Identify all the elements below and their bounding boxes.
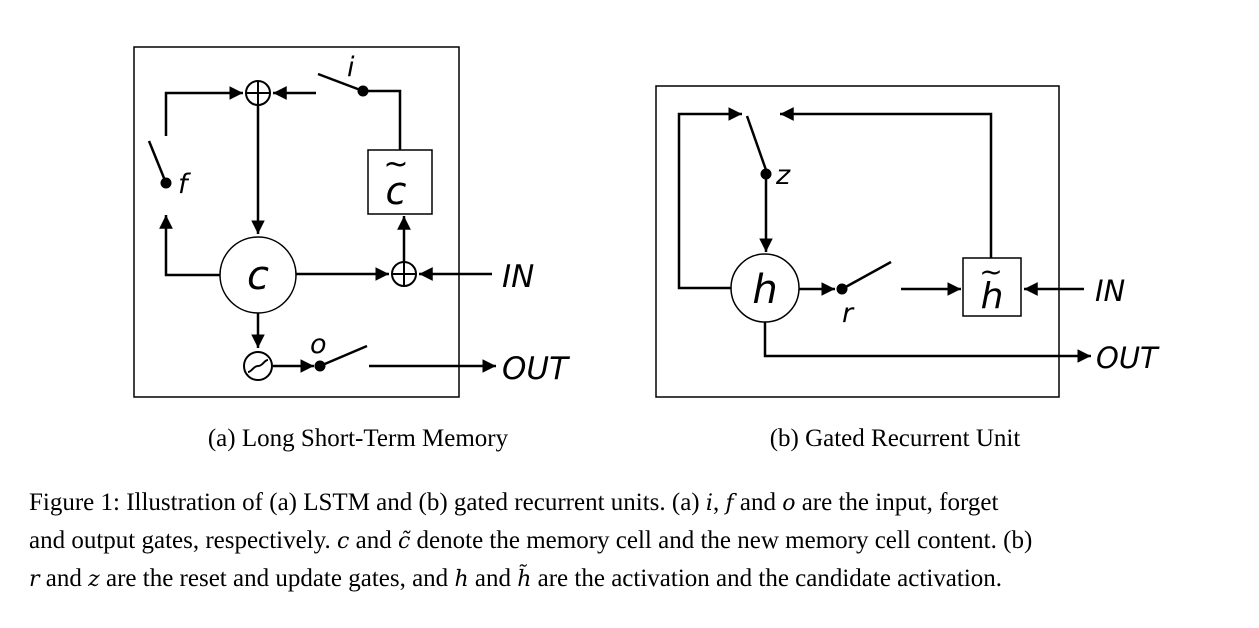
- new-memory-to-input-gate: [368, 89, 402, 150]
- update-gate-dot: [760, 168, 772, 180]
- caption-math: r: [29, 567, 40, 592]
- new-memory-box: [367, 149, 433, 215]
- caption-math: h: [454, 567, 469, 592]
- gru-output-label: OUT: [1096, 341, 1160, 375]
- gru-diagram: h h ~ z r IN OUT (b) Gated Recurrent Uni…: [655, 85, 1160, 452]
- caption-math: h̃: [517, 567, 532, 592]
- caption-math: o: [782, 491, 796, 516]
- lstm-subcaption: (a) Long Short-Term Memory: [208, 425, 509, 452]
- update-gate-label: z: [775, 160, 791, 191]
- figure-caption: Figure 1: Illustration of (a) LSTM and (…: [29, 484, 1229, 598]
- input-gate-label: i: [347, 52, 355, 83]
- caption-text: Figure 1: Illustration of (a) LSTM and (…: [29, 489, 706, 516]
- caption-line-3: r and z are the reset and update gates, …: [29, 560, 1229, 598]
- candidate-tilde: ~: [979, 255, 1002, 288]
- candidate-label: h: [981, 276, 1004, 317]
- output-gate-switch: [319, 344, 368, 368]
- gru-subcaption: (b) Gated Recurrent Unit: [770, 425, 1021, 452]
- candidate-loop: [780, 107, 993, 258]
- forget-sum-node: [245, 80, 271, 106]
- caption-math: z: [88, 567, 100, 592]
- update-gate-switch: [745, 115, 768, 171]
- lstm-input-label: IN: [502, 259, 534, 295]
- caption-text: denote the memory cell and the new memor…: [410, 527, 1033, 554]
- new-memory-tilde: ~: [383, 147, 408, 182]
- input-sum-node: [391, 261, 417, 287]
- caption-text: are the reset and update gates, and: [99, 565, 455, 592]
- caption-text: and output gates, respectively.: [29, 527, 338, 554]
- output-gate-label: o: [310, 329, 327, 360]
- previous-state-loop: [677, 107, 742, 290]
- gru-frame: [655, 85, 1060, 398]
- caption-math: c: [337, 529, 350, 554]
- caption-line-1: Figure 1: Illustration of (a) LSTM and (…: [29, 484, 1229, 522]
- caption-math: f: [725, 491, 734, 516]
- caption-text: and: [733, 489, 783, 516]
- activation-label: h: [752, 267, 777, 313]
- forget-gate-label: f: [178, 169, 191, 200]
- input-gate-switch: [317, 72, 364, 93]
- caption-text: and: [349, 527, 398, 554]
- new-memory-label: c: [386, 169, 407, 213]
- caption-math: i: [705, 491, 713, 516]
- caption-text: and: [468, 565, 518, 592]
- forget-gate-switch: [147, 140, 168, 184]
- caption-line-2: and output gates, respectively. c and c̃…: [29, 522, 1229, 560]
- caption-math: c̃: [397, 529, 411, 554]
- lstm-output-label: OUT: [502, 351, 570, 387]
- activation-node: [243, 351, 273, 381]
- gru-input-label: IN: [1095, 274, 1125, 308]
- reset-gate-label: r: [842, 298, 855, 329]
- memory-cell-label: c: [247, 253, 269, 299]
- caption-text: ,: [712, 489, 726, 516]
- gru-output-arrow: [763, 322, 1091, 363]
- forget-path: [159, 215, 220, 277]
- forget-to-sum: [164, 86, 243, 136]
- caption-text: and: [39, 565, 89, 592]
- lstm-frame: [133, 46, 460, 398]
- caption-text: are the input, forget: [795, 489, 999, 516]
- lstm-diagram: c c ~ f i I: [133, 46, 570, 452]
- figure-diagram: c c ~ f i I: [133, 46, 1160, 452]
- candidate-box: [962, 257, 1022, 317]
- reset-gate-switch: [841, 260, 892, 291]
- caption-text: are the activation and the candidate act…: [531, 565, 1003, 592]
